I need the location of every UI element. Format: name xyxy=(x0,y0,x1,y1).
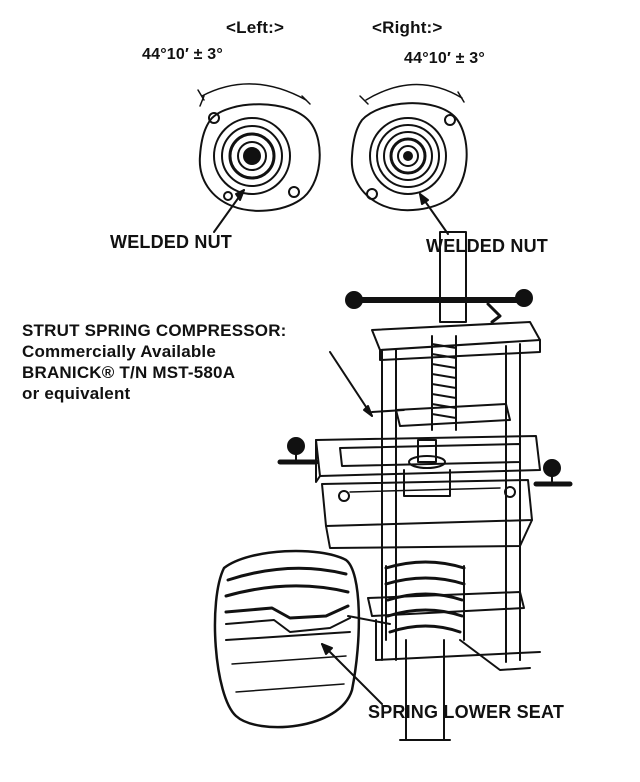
left-strut-mount xyxy=(197,83,321,233)
compressor-label-line4: or equivalent xyxy=(22,384,131,403)
compressor-label-line2: Commercially Available xyxy=(22,342,217,361)
spring-seat-inset xyxy=(213,549,391,729)
compressor-label: STRUT SPRING COMPRESSOR: Commercially Av… xyxy=(22,320,287,404)
compressor-label-line1: STRUT SPRING COMPRESSOR: xyxy=(22,321,287,340)
left-angle-spec: 44°10′ ± 3° xyxy=(142,46,223,63)
left-view-heading: <Left:> xyxy=(226,18,285,37)
compressor-label-line3: BRANICK® T/N MST-580A xyxy=(22,363,236,382)
right-angle-spec: 44°10′ ± 3° xyxy=(404,50,485,67)
right-strut-mount xyxy=(350,83,468,235)
spring-lower-seat-label: SPRING LOWER SEAT xyxy=(368,702,565,722)
right-welded-nut-label: WELDED NUT xyxy=(426,236,548,256)
left-welded-nut-label: WELDED NUT xyxy=(110,232,232,252)
right-view-heading: <Right:> xyxy=(372,18,443,37)
spring-compressor-drawing xyxy=(277,231,573,741)
